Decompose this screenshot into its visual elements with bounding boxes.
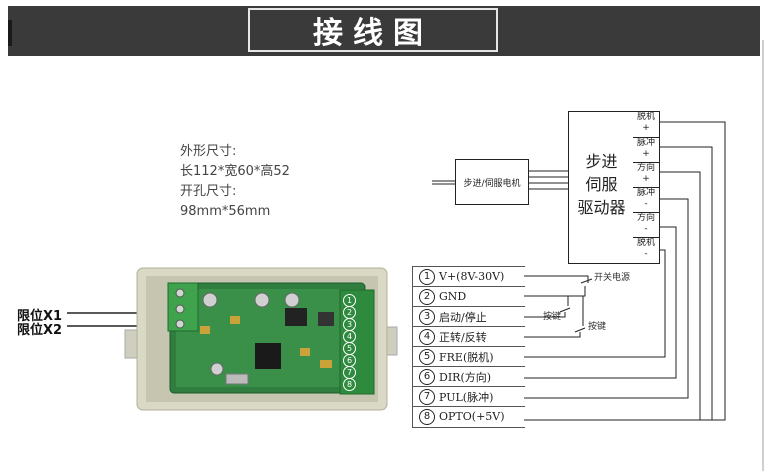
pin-number: 2	[419, 288, 435, 305]
pin-label: FRE(脱机)	[439, 350, 494, 364]
pin-row: 3 启动/停止	[413, 306, 525, 326]
driver-label-line: 驱动器	[577, 198, 626, 217]
terminal-polarity: +	[642, 149, 650, 159]
pin-label: V+(8V-30V)	[439, 270, 505, 283]
limit-x2-label: 限位X2	[17, 323, 63, 338]
banner-accent	[8, 20, 12, 46]
pin-row: 4 正转/反转	[413, 326, 525, 346]
terminal-polarity: +	[642, 174, 650, 184]
pin-table: 1 V+(8V-30V) 2 GND 3 启动/停止 4 正转/反转 5 FRE…	[412, 266, 525, 428]
driver-terminal: 方向 -	[633, 212, 659, 237]
pin-number: 6	[419, 368, 435, 385]
pin-number: 1	[419, 268, 435, 285]
pin-table-bottom-rule	[413, 427, 525, 428]
pin-row: 5 FRE(脱机)	[413, 346, 525, 366]
pin-label: 正转/反转	[439, 330, 487, 344]
pin-label: DIR(方向)	[439, 370, 492, 384]
terminal-name: 脉冲	[636, 138, 655, 148]
pin-number: 7	[419, 388, 435, 405]
pin-row: 1 V+(8V-30V)	[413, 266, 525, 286]
driver-label: 步进 伺服 驱动器	[569, 150, 634, 219]
pin-label: 启动/停止	[439, 310, 487, 324]
dimension-notes: 外形尺寸: 长112*宽60*高52 开孔尺寸: 98mm*56mm	[180, 142, 290, 222]
pin-label: OPTO(+5V)	[439, 410, 505, 423]
pin-number: 4	[419, 328, 435, 345]
driver-terminal-column: 脱机 + 脉冲 + 方向 + 脉冲 - 方向 - 脱机 -	[633, 111, 660, 264]
button-label: 按键	[588, 322, 607, 332]
driver-terminal: 脱机 -	[633, 237, 659, 262]
pin-number: 5	[419, 348, 435, 365]
pin-row: 2 GND	[413, 286, 525, 306]
driver-box: 步进 伺服 驱动器	[568, 111, 635, 264]
pin-row: 6 DIR(方向)	[413, 366, 525, 386]
page-title: 接线图	[313, 16, 433, 51]
button-wiring	[524, 296, 586, 338]
pin-number: 3	[419, 308, 435, 325]
pin-row: 8 OPTO(+5V)	[413, 406, 525, 426]
dimension-line: 开孔尺寸:	[180, 184, 237, 199]
driver-terminal: 脉冲 -	[633, 187, 659, 212]
dimension-line: 长112*宽60*高52	[180, 164, 290, 179]
controller-unit-image	[124, 267, 398, 411]
page-edge-divider	[762, 40, 764, 471]
driver-terminal: 方向 +	[633, 162, 659, 187]
terminal-name: 脱机	[636, 238, 655, 248]
terminal-name: 方向	[636, 213, 655, 223]
driver-label-line: 伺服	[585, 175, 618, 194]
driver-label-line: 步进	[585, 152, 618, 171]
power-switch-label: 开关电源	[594, 273, 631, 283]
title-banner: 接线图	[8, 6, 760, 56]
terminal-name: 方向	[636, 163, 655, 173]
motor-box: 步进/伺服电机	[455, 159, 529, 205]
motor-label: 步进/伺服电机	[463, 178, 521, 189]
power-switch-wiring	[524, 275, 593, 297]
limit-x1-label: 限位X1	[17, 309, 63, 324]
driver-terminal: 脱机 +	[633, 112, 659, 137]
terminal-polarity: -	[644, 224, 648, 234]
terminal-polarity: -	[644, 249, 648, 259]
terminal-name: 脱机	[636, 112, 655, 122]
terminal-polarity: +	[642, 123, 650, 133]
dimension-line: 98mm*56mm	[180, 204, 271, 219]
driver-signal-wires	[524, 121, 726, 421]
button-label: 按键	[543, 312, 562, 322]
driver-terminal: 脉冲 +	[633, 137, 659, 162]
banner-title-frame: 接线图	[248, 8, 498, 52]
pin-number: 8	[419, 408, 435, 425]
motor-cable	[432, 170, 568, 190]
dimension-line: 外形尺寸:	[180, 144, 237, 159]
pin-label: PUL(脉冲)	[439, 390, 494, 404]
board-terminal-number: 8	[343, 378, 356, 391]
pin-row: 7 PUL(脉冲)	[413, 386, 525, 406]
pin-label: GND	[439, 290, 467, 303]
terminal-polarity: -	[644, 199, 648, 209]
terminal-name: 脉冲	[636, 188, 655, 198]
